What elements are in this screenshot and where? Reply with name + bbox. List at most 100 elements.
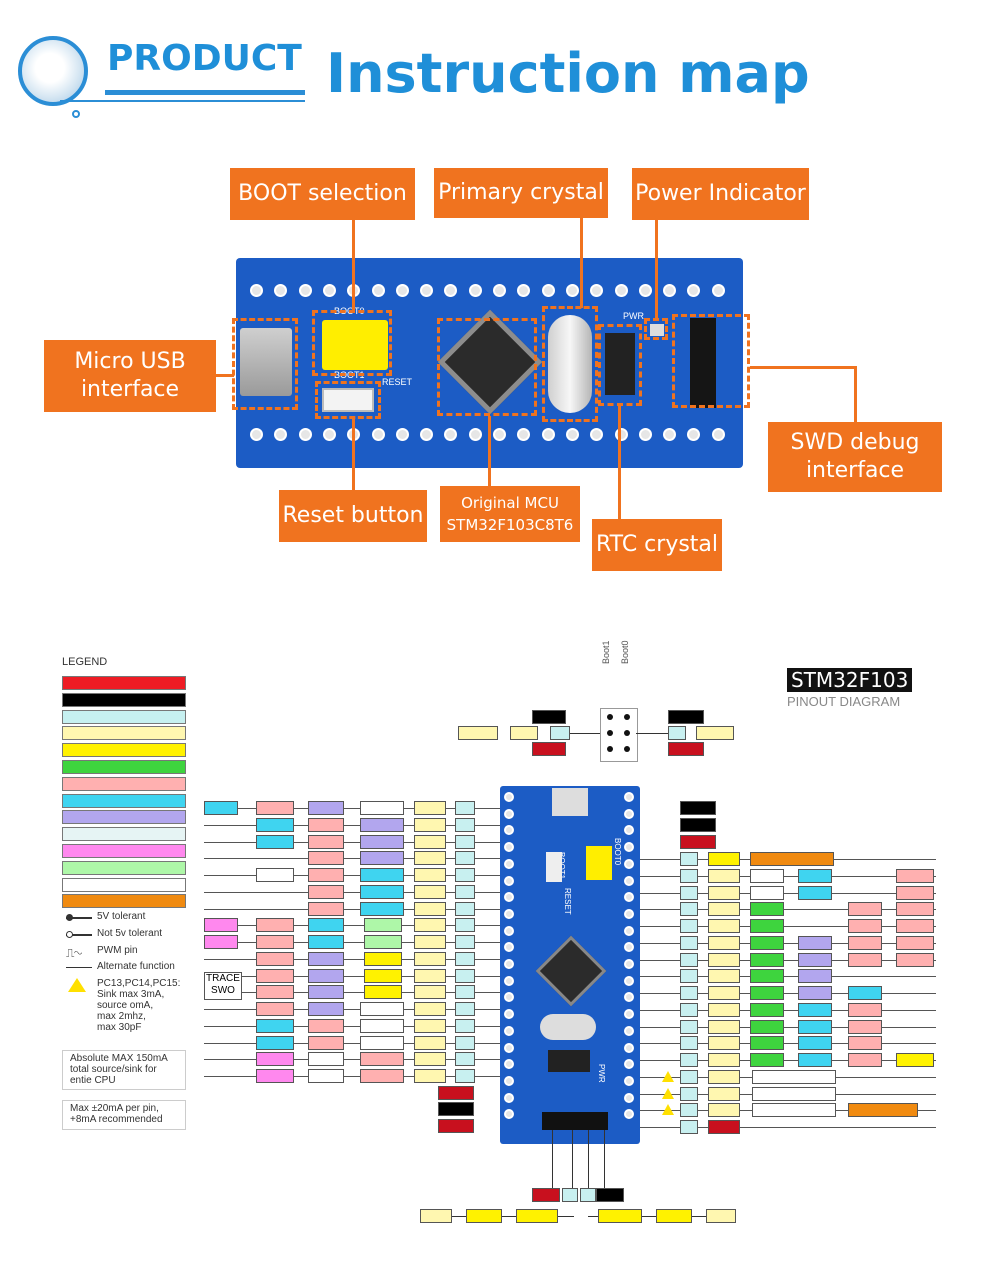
callout-mcu: Original MCU STM32F103C8T6 <box>440 486 580 542</box>
boot0-gnd <box>668 710 704 724</box>
right-pin-name <box>708 1053 740 1067</box>
legend-item <box>62 877 186 892</box>
top-pin-hole <box>614 284 628 297</box>
right-pin-function <box>798 1036 832 1051</box>
boot1-3v3 <box>532 742 566 756</box>
pinout-right-hole <box>624 942 634 953</box>
top-pin-hole <box>663 284 677 297</box>
right-pin-name <box>708 1019 740 1034</box>
left-row-wire <box>204 1042 500 1044</box>
swd-pa13 <box>420 1209 452 1223</box>
right-pin-function <box>848 902 882 917</box>
left-pin-function <box>364 918 402 933</box>
swd-jtms <box>466 1209 502 1223</box>
power-led <box>650 324 664 336</box>
left-pin-function <box>256 935 294 949</box>
left-pin-function <box>360 1002 404 1016</box>
legend-item <box>62 709 186 724</box>
bottom-pin-hole <box>468 428 482 441</box>
right-pin-function <box>798 1019 832 1034</box>
top-pin-hole <box>444 284 458 297</box>
pinout-right-hole <box>624 1009 634 1020</box>
legend-item <box>62 827 186 842</box>
left-pin-function <box>360 851 404 866</box>
pinout-pwr-label: PWR <box>597 1064 606 1083</box>
top-pin-hole <box>420 284 434 297</box>
right-pin-number <box>680 952 698 967</box>
left-pin-name <box>414 1002 446 1016</box>
bottom-pin-hole <box>517 428 531 441</box>
bottom-pin-hole <box>614 428 628 441</box>
pinout-left-hole <box>504 975 514 986</box>
right-row-wire <box>640 993 936 994</box>
left-row-wire <box>204 824 500 826</box>
pinout-right-hole <box>624 1092 634 1103</box>
boot0-name <box>696 726 734 740</box>
left-pin-function <box>308 834 344 849</box>
right-row-wire <box>640 909 936 911</box>
right-pin-function <box>750 1053 784 1067</box>
legend-maxpin-box <box>62 1100 186 1130</box>
swd-34 <box>562 1188 578 1202</box>
left-pin-function <box>308 868 344 882</box>
right-pin-function <box>750 969 784 984</box>
header-underline-thin <box>60 100 305 102</box>
swd-wire <box>572 1130 573 1188</box>
left-row-wire <box>204 808 500 809</box>
right-pin-function <box>896 1053 934 1067</box>
bottom-pin-hole <box>638 428 652 441</box>
left-row-wire <box>204 975 500 977</box>
boot0-wire <box>636 733 668 734</box>
right-pin-function <box>798 969 832 984</box>
right-pin-number <box>680 1036 698 1051</box>
swd-swclk <box>598 1209 642 1223</box>
right-pin-function <box>750 1036 784 1051</box>
left-pin-name <box>414 901 446 916</box>
left-pin-function <box>308 1018 344 1033</box>
left-pin-function <box>360 868 404 882</box>
pinout-left-hole <box>504 1059 514 1070</box>
swd-jtck <box>656 1209 692 1223</box>
pinout-boot-jumper <box>586 846 612 880</box>
left-pin-function <box>364 935 402 949</box>
right-pin-number <box>680 868 698 883</box>
pinout-right-hole <box>624 925 634 936</box>
leader-rtc <box>618 404 621 520</box>
left-pin-name <box>414 935 446 949</box>
right-row-wire <box>640 1060 936 1061</box>
left-row-wire <box>204 841 500 843</box>
pinout-right-hole <box>624 858 634 869</box>
right-pin-name <box>708 885 740 900</box>
pinout-regulator <box>548 1050 590 1072</box>
regulator-chip <box>605 333 635 395</box>
callout-reset: Reset button <box>279 490 427 542</box>
right-pin-function <box>896 952 934 967</box>
right-pin-name <box>708 969 740 984</box>
left-pin-name <box>414 1018 446 1033</box>
bottom-pin-hole <box>565 428 579 441</box>
right-pin-name <box>708 1069 740 1084</box>
pwr-label: PWR <box>623 311 644 321</box>
right-row-wire <box>640 942 936 944</box>
pinout-right-hole <box>624 1042 634 1053</box>
legend-alt-text: Alternate function <box>97 961 175 972</box>
right-pin-number <box>680 1086 698 1101</box>
right-row-wire <box>640 1009 936 1011</box>
left-pin-function <box>256 834 294 849</box>
reset-label: RESET <box>382 377 413 387</box>
pinout-right-hole <box>624 842 634 853</box>
pinout-right-hole <box>624 1025 634 1036</box>
boot-header-box <box>600 708 638 762</box>
left-pin-name <box>414 1069 446 1083</box>
right-row-wire <box>640 892 936 894</box>
left-pin-function <box>360 1052 404 1067</box>
right-row-wire <box>640 1043 936 1045</box>
left-pin-number <box>455 817 475 832</box>
legend-absmax-text: Absolute MAX 150mA total source/sink for… <box>70 1053 168 1086</box>
right-gnd-1 <box>680 801 716 815</box>
boot1-pin <box>510 726 538 740</box>
reset-highlight <box>315 381 381 419</box>
right-pin-function <box>848 1053 882 1067</box>
right-pin-name <box>708 852 740 866</box>
pinout-left-hole <box>504 842 514 853</box>
